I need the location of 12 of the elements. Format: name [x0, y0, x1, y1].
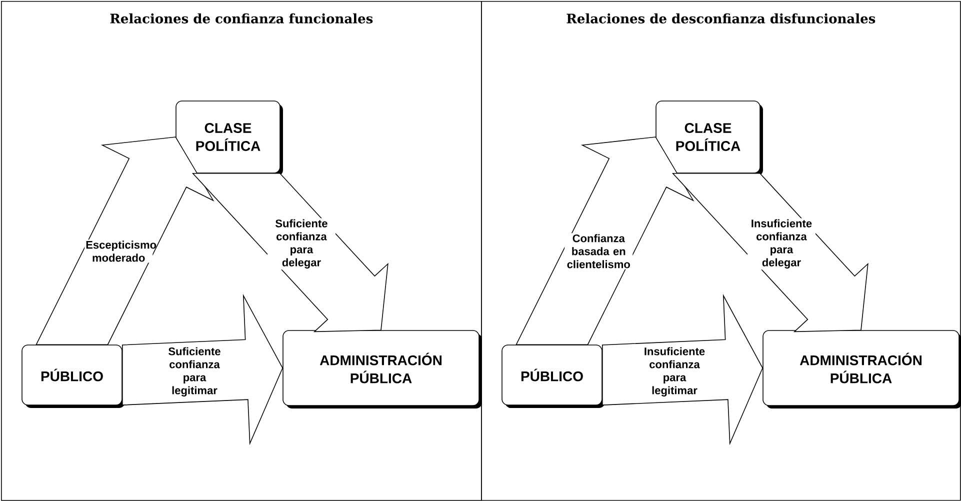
edge-label: Insuficiente confianza para legitimar	[640, 346, 708, 398]
rounded-box: ADMINISTRACIÓN PÚBLICA	[762, 330, 961, 408]
rounded-box: PÚBLICO	[22, 344, 125, 408]
edge-label: Insuficiente confianza para delegar	[747, 218, 816, 270]
edge-label: Suficiente confianza para delegar	[267, 218, 336, 270]
edge-label: Escepticismo moderado	[84, 240, 156, 263]
rounded-box: ADMINISTRACIÓN PÚBLICA	[282, 330, 482, 408]
rounded-box: PÚBLICO	[502, 344, 605, 408]
edge-label: Suficiente confianza para legitimar	[160, 346, 228, 398]
rounded-box: CLASE POLÍTICA	[656, 100, 763, 176]
rounded-box: CLASE POLÍTICA	[176, 100, 283, 176]
edge-label: Confianza basada en clientelismo	[564, 233, 633, 270]
